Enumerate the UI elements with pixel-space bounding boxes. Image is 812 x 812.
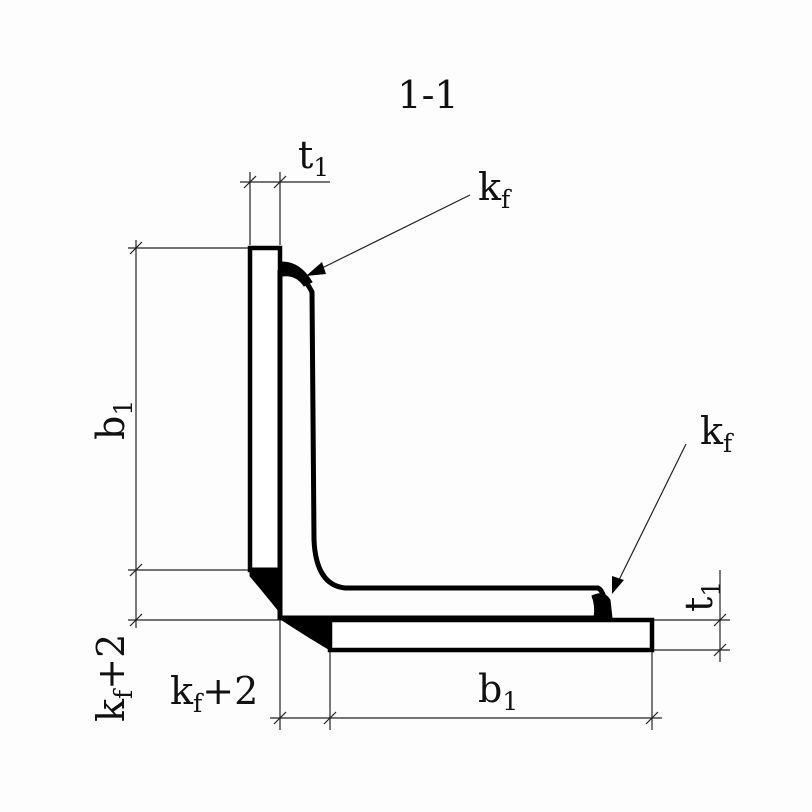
kf-top-label: kf [478, 165, 512, 214]
t1-top-label: t1 [298, 133, 329, 182]
kf-top-leader [317, 194, 471, 271]
kf2-left-label: kf+2 [89, 634, 138, 722]
section-title: 1-1 [397, 73, 458, 117]
t1-top-tick-1 [243, 175, 257, 189]
bottom-tick-1 [273, 711, 287, 725]
t1-right-tick-1 [713, 613, 727, 627]
bottom-tick-3 [645, 711, 659, 725]
b1-bottom-label: b1 [478, 667, 518, 716]
t1-right-tick-2 [713, 643, 727, 657]
weld-corner-left [249, 567, 279, 612]
weld-right [591, 593, 613, 619]
b1-left-tick-1 [129, 241, 143, 255]
kf-top-arrowhead [306, 262, 326, 276]
b1-left-tick-2 [129, 563, 143, 577]
bottom-tick-2 [323, 711, 337, 725]
kf-right-arrowhead [612, 576, 624, 594]
angle-profile [277, 267, 609, 621]
weld-corner-bottom [280, 619, 331, 651]
t1-top-tick-2 [273, 175, 287, 189]
kf-right-label: kf [700, 409, 734, 458]
b1-left-label: b1 [89, 400, 138, 440]
vertical-plate [247, 245, 283, 573]
kf-right-leader [617, 443, 687, 583]
horizontal-plate [327, 617, 655, 653]
kf2-bottom-label: kf+2 [170, 669, 258, 718]
t1-right-label: t1 [677, 581, 726, 612]
weld-top [281, 261, 313, 287]
